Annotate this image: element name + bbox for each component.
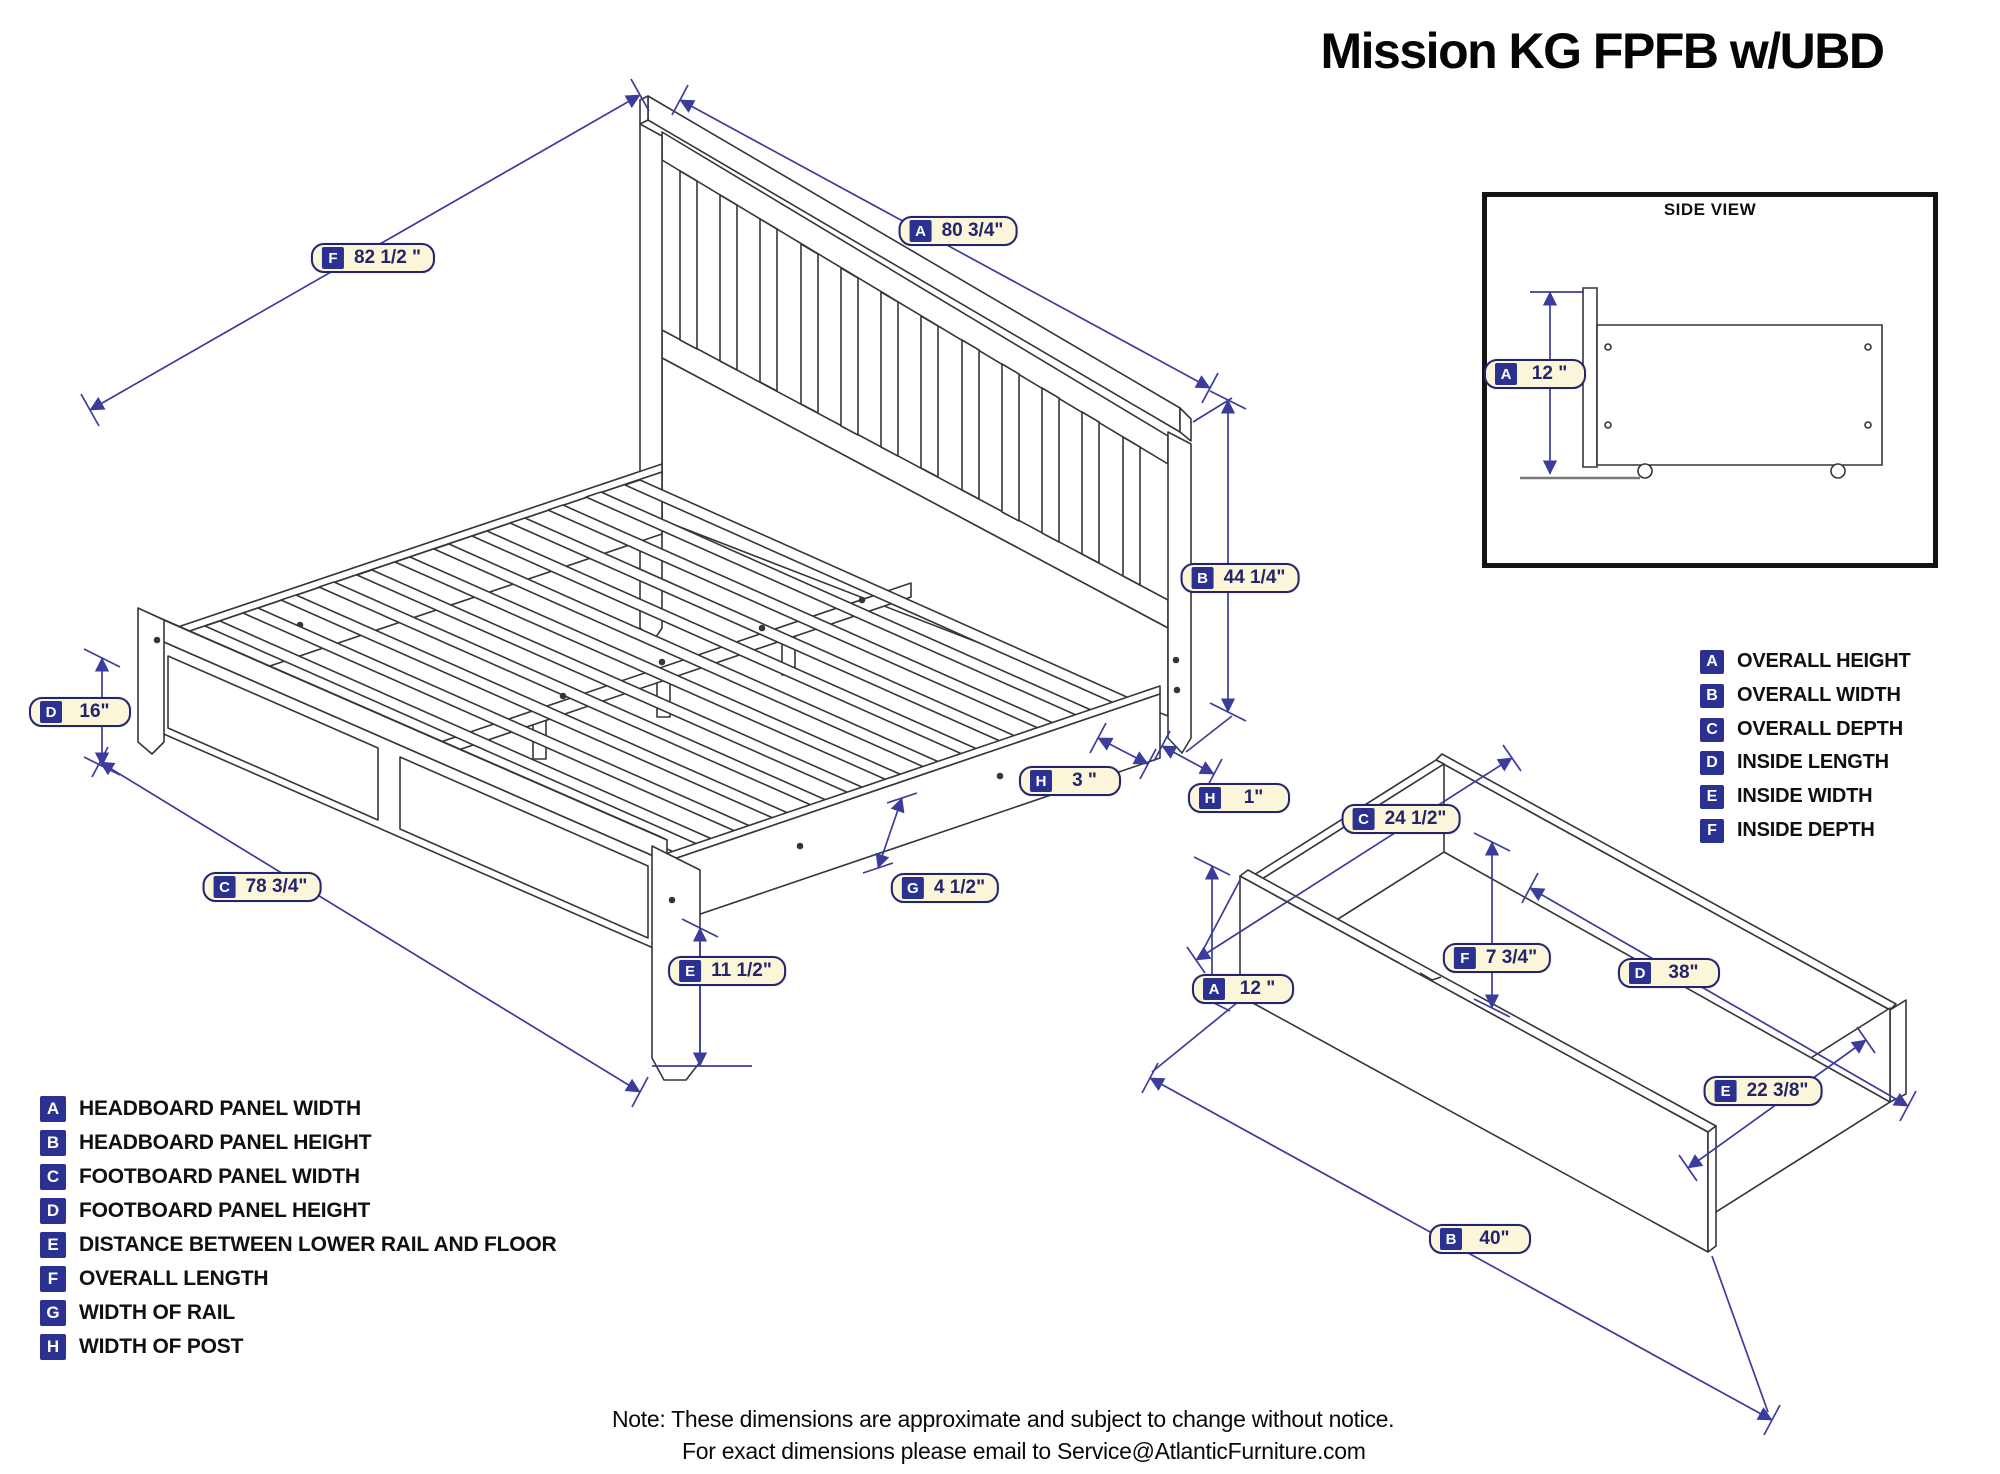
dim-chip: F — [321, 247, 344, 269]
legend-chip: D — [1700, 750, 1724, 775]
side-view-drawing — [1520, 287, 1883, 480]
legend-chip: G — [40, 1299, 66, 1326]
legend-chip: C — [1700, 717, 1724, 742]
dim-chip: A — [909, 220, 932, 242]
legend-chip: A — [1700, 649, 1724, 674]
legend-chip: B — [1700, 683, 1724, 708]
bed-drawing — [137, 95, 1192, 1081]
dim-chip: D — [40, 701, 62, 723]
footer-note-line1: Note: These dimensions are approximate a… — [612, 1406, 1395, 1432]
dim-chip: A — [1203, 978, 1225, 1000]
legend-chip: F — [1700, 818, 1724, 843]
dim-chip: B — [1440, 1228, 1462, 1250]
side-view-title: SIDE VIEW — [1663, 200, 1757, 219]
dim-chip: E — [679, 960, 702, 982]
legend-chip: C — [40, 1163, 66, 1190]
footer-note: Note: These dimensions are approximate a… — [612, 1403, 1395, 1467]
dim-chip: H — [1199, 787, 1221, 809]
legend-chip: H — [40, 1333, 66, 1360]
legend-chip: B — [40, 1129, 66, 1156]
dim-chip: A — [1495, 363, 1517, 385]
footer-note-line2: For exact dimensions please email to Ser… — [682, 1438, 1366, 1464]
legend-chip: D — [40, 1197, 66, 1224]
dim-chip: G — [901, 877, 924, 899]
dim-chip: C — [213, 876, 236, 898]
dim-chip: C — [1352, 808, 1375, 830]
dim-chip: B — [1191, 567, 1214, 589]
dim-chip: F — [1453, 947, 1476, 969]
page-title: Mission KG FPFB w/UBD — [1320, 23, 1885, 79]
legend-chip: A — [40, 1095, 66, 1122]
legend-chip: F — [40, 1265, 66, 1292]
legend-chip: E — [40, 1231, 66, 1258]
legend-chip: E — [1700, 784, 1724, 809]
dim-chip: E — [1714, 1080, 1737, 1102]
dim-chip: D — [1629, 962, 1651, 984]
dim-chip: H — [1030, 770, 1052, 792]
